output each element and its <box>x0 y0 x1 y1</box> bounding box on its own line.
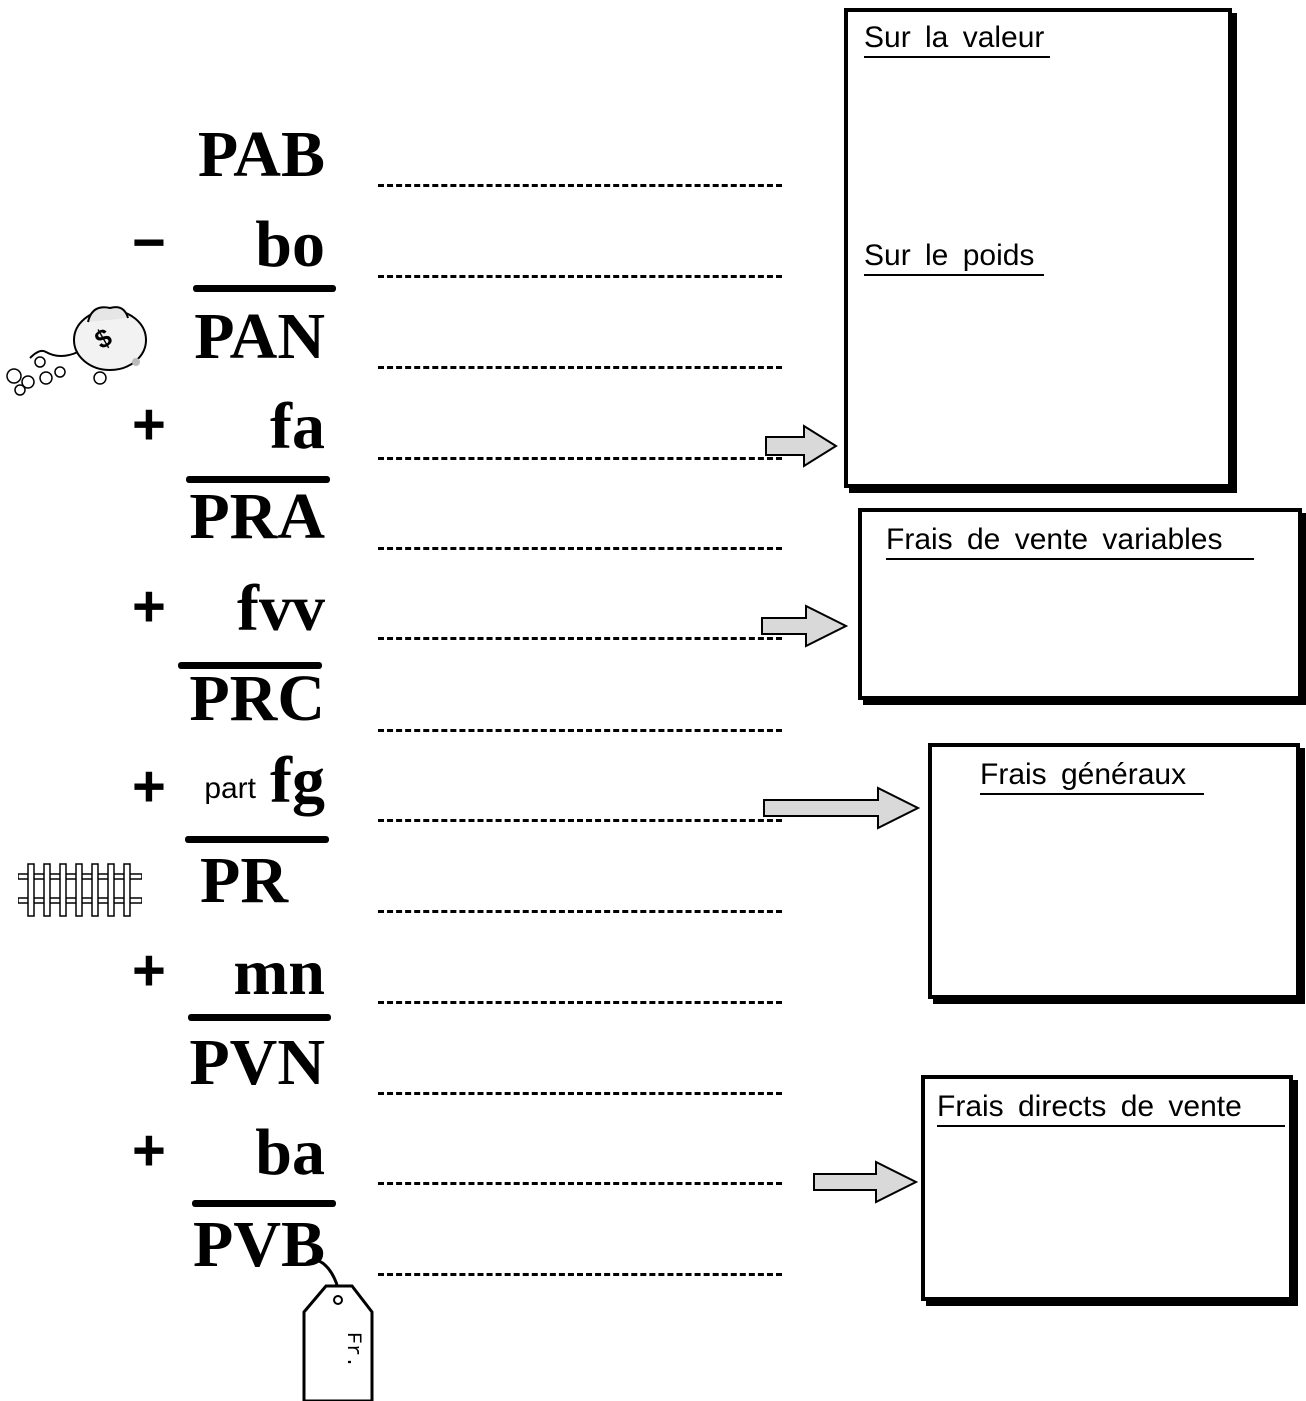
fence-icon <box>18 863 142 917</box>
row-pan: PAN <box>0 288 800 378</box>
tag-label: Fr. <box>341 1332 364 1368</box>
row-prc: PRC <box>0 650 800 740</box>
row-pvb: PVB <box>0 1196 800 1286</box>
dotted-line-mn <box>378 1001 782 1004</box>
dotted-line-pr <box>378 910 782 913</box>
arrow-right-icon <box>765 424 838 468</box>
term-pab: PAB <box>197 118 325 191</box>
operator-plus: + <box>132 574 166 639</box>
row-pra: PRA <box>0 468 800 558</box>
row-pr: PR <box>0 832 800 922</box>
box-title-sur-la-valeur: Sur la valeur <box>864 22 1050 58</box>
operator-plus: + <box>132 1118 166 1183</box>
subtotal-line <box>188 1014 331 1021</box>
term-fa: fa <box>270 390 325 463</box>
row-pab: PAB <box>0 106 800 196</box>
dotted-line-pvn <box>378 1092 782 1095</box>
box-frais-vente-variables: Frais de vente variables <box>858 508 1302 700</box>
term-fvv: fvv <box>237 572 325 645</box>
term-pvn: PVN <box>189 1026 325 1099</box>
term-mn: mn <box>233 936 325 1009</box>
term-ba: ba <box>255 1116 325 1189</box>
row-mn: + mn <box>0 924 800 1014</box>
dotted-line-bo <box>378 275 782 278</box>
row-ba: + ba <box>0 1104 800 1194</box>
box-title-frais-directs-vente: Frais directs de vente <box>937 1091 1285 1127</box>
arrow-right-icon <box>813 1160 919 1204</box>
subtotal-line <box>193 285 336 292</box>
row-fvv: + fvv <box>0 560 800 650</box>
term-pr: PR <box>200 844 288 917</box>
price-tag-icon: Fr. <box>302 1258 374 1401</box>
dotted-line-fvv <box>378 637 782 640</box>
term-fg-prefix: part <box>204 772 257 805</box>
term-pra: PRA <box>189 480 325 553</box>
dotted-line-pvb <box>378 1273 782 1276</box>
row-fa: + fa <box>0 378 800 468</box>
subtotal-line <box>186 476 330 483</box>
box-frais-directs-vente: Frais directs de vente <box>921 1075 1293 1301</box>
operator-plus: + <box>132 754 166 819</box>
operator-minus: − <box>132 210 166 275</box>
box-title-frais-vente-variables: Frais de vente variables <box>886 524 1254 560</box>
subtotal-line <box>185 836 329 843</box>
box-frais-generaux: Frais généraux <box>928 743 1300 999</box>
arrow-right-icon <box>763 786 921 830</box>
row-bo: − bo <box>0 196 800 286</box>
dotted-line-fa <box>378 457 782 460</box>
dotted-line-prc <box>378 729 782 732</box>
row-pvn: PVN <box>0 1014 800 1104</box>
arrow-right-icon <box>761 604 849 648</box>
operator-plus: + <box>132 392 166 457</box>
term-pvb: PVB <box>193 1208 325 1281</box>
dotted-line-fg <box>378 819 782 822</box>
dotted-line-ba <box>378 1182 782 1185</box>
dotted-line-pra <box>378 547 782 550</box>
money-bag-icon: $ <box>6 306 147 396</box>
dotted-line-pab <box>378 184 782 187</box>
term-prc: PRC <box>189 662 325 735</box>
box-title-sur-le-poids: Sur le poids <box>864 240 1044 276</box>
term-bo: bo <box>255 208 325 281</box>
subtotal-line <box>192 1200 336 1207</box>
subtotal-line <box>178 662 322 669</box>
box-title-frais-generaux: Frais généraux <box>980 759 1204 795</box>
term-pan: PAN <box>194 300 325 373</box>
dotted-line-pan <box>378 366 782 369</box>
term-fg-label: fg <box>270 744 325 817</box>
operator-plus: + <box>132 938 166 1003</box>
box-frais-achat: Sur la valeur Sur le poids <box>844 8 1232 488</box>
